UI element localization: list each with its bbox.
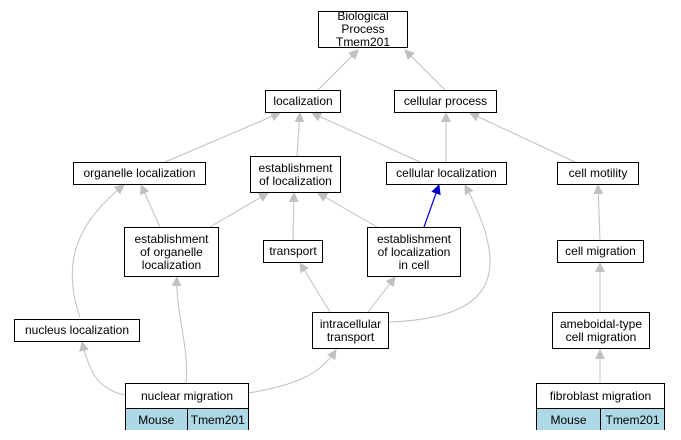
leaf-fibroblast-migration-gene: Tmem201	[600, 409, 664, 430]
node-intracellular-transport[interactable]: intracellular transport	[312, 312, 389, 349]
node-cellular-localization[interactable]: cellular localization	[386, 162, 507, 185]
edge-cell-migration-cell-motility	[593, 184, 604, 241]
node-establishment-of-localization[interactable]: establishment of localization	[250, 156, 341, 193]
node-cell-motility[interactable]: cell motility	[557, 162, 639, 185]
node-establishment-of-organelle-localization[interactable]: establishment of organelle localization	[124, 227, 219, 277]
edge-localization-root	[317, 49, 359, 91]
edge-cellular-process-root	[404, 49, 446, 91]
edge-organelle-localization-localization	[164, 111, 281, 163]
node-cell-migration[interactable]: cell migration	[557, 240, 644, 263]
edge-estab-cell-cellular-localization	[423, 184, 441, 228]
node-biological-process[interactable]: Biological Process Tmem201	[318, 10, 408, 49]
edge-estab-organelle-organelle-localization	[140, 184, 161, 228]
edge-intracellular-transport-cellular-localization	[388, 184, 491, 323]
edge-transport-estab-localization	[288, 192, 299, 241]
leaf-nuclear-migration[interactable]: nuclear migration Mouse Tmem201	[125, 383, 249, 430]
node-organelle-localization[interactable]: organelle localization	[73, 162, 206, 185]
edge-estab-cell-estab-localization	[317, 192, 378, 228]
leaf-fibroblast-migration-organism: Mouse	[537, 409, 600, 430]
leaf-fibroblast-migration-label: fibroblast migration	[537, 384, 664, 409]
edge-nuclear-migration-nucleus-localization	[79, 341, 126, 396]
edge-intracellular-transport-estab-cell	[367, 276, 396, 313]
edge-establishment-localization-localization	[294, 112, 305, 157]
node-establishment-of-localization-in-cell[interactable]: establishment of localization in cell	[367, 227, 461, 277]
node-cellular-process[interactable]: cellular process	[394, 90, 497, 113]
edge-estab-organelle-estab-localization	[209, 192, 269, 228]
edge-cellular-localization-localization	[311, 112, 421, 163]
edge-cell-motility-cellular-process	[469, 112, 576, 163]
node-nucleus-localization[interactable]: nucleus localization	[14, 319, 140, 342]
node-localization[interactable]: localization	[265, 90, 341, 113]
edge-intracellular-transport-transport	[299, 262, 331, 313]
leaf-nuclear-migration-organism: Mouse	[126, 409, 187, 430]
edge-nuclear-migration-intracellular-transport	[248, 349, 337, 394]
node-ameboidal-type-cell-migration[interactable]: ameboidal-type cell migration	[552, 312, 650, 349]
leaf-nuclear-migration-label: nuclear migration	[126, 384, 248, 409]
edge-nuclear-migration-estab-organelle	[171, 276, 188, 384]
node-transport[interactable]: transport	[263, 240, 323, 263]
leaf-fibroblast-migration[interactable]: fibroblast migration Mouse Tmem201	[536, 383, 665, 430]
edge-nucleus-localization-organelle-localization	[71, 184, 125, 318]
leaf-nuclear-migration-gene: Tmem201	[186, 409, 248, 430]
